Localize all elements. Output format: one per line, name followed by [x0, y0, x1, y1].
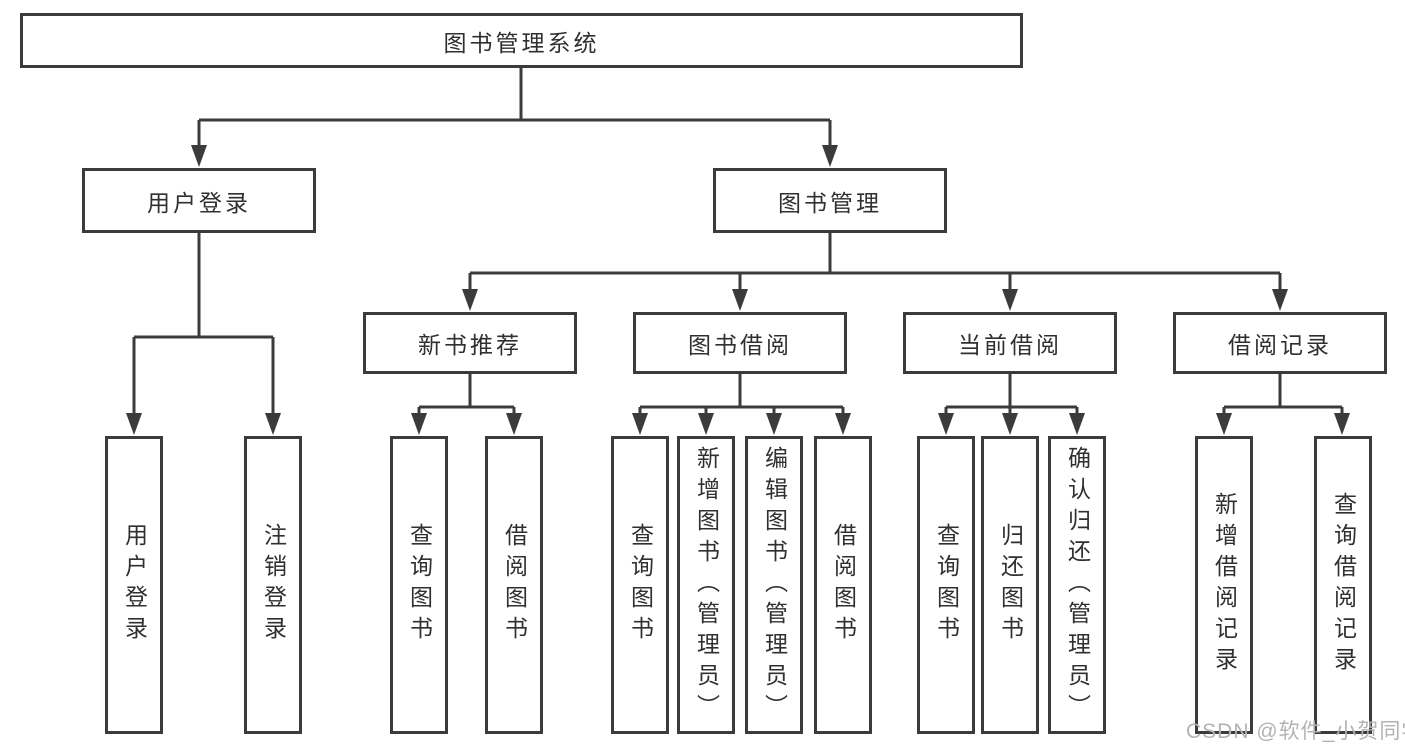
node-label: 注销登录	[260, 523, 287, 647]
node-label: 图书管理系统	[443, 29, 600, 56]
node-current-borrowing: 当前借阅	[903, 312, 1117, 374]
node-label: 用户登录	[147, 189, 251, 216]
leaf-add-borrow-record: 新增借阅记录	[1195, 436, 1253, 734]
connector-book-management-to-level3	[462, 233, 1288, 311]
node-borrowing-records: 借阅记录	[1173, 312, 1387, 374]
node-label: 查询图书	[627, 523, 654, 647]
node-label: 新增借阅记录	[1211, 492, 1238, 678]
connector-current-borrowing-to-leaves	[938, 374, 1085, 435]
connector-root-to-level2	[191, 67, 838, 167]
leaf-return-books: 归还图书	[981, 436, 1039, 734]
node-label: 新增图书（管理员）	[693, 445, 720, 725]
leaf-confirm-return-admin: 确认归还（管理员）	[1048, 436, 1106, 734]
watermark: CSDN @软件_小贺同学	[1186, 720, 1405, 743]
node-label: 查询图书	[406, 523, 433, 647]
leaf-edit-book-admin: 编辑图书（管理员）	[745, 436, 803, 734]
node-label: 当前借阅	[958, 332, 1062, 358]
node-label: 图书借阅	[688, 332, 792, 358]
node-book-borrowing: 图书借阅	[633, 312, 847, 374]
node-user-login: 用户登录	[82, 168, 316, 233]
node-label: 借阅图书	[501, 523, 528, 647]
node-label: 借阅记录	[1228, 332, 1332, 358]
node-book-management: 图书管理	[713, 168, 947, 233]
node-label: 归还图书	[997, 523, 1024, 647]
connector-book-borrowing-to-leaves	[632, 374, 851, 435]
connector-new-book-to-leaves	[411, 374, 522, 435]
node-label: 新书推荐	[418, 332, 522, 358]
node-label: 用户登录	[121, 523, 148, 647]
leaf-query-borrow-record: 查询借阅记录	[1314, 436, 1372, 734]
node-new-book-recommendation: 新书推荐	[363, 312, 577, 374]
leaf-logout: 注销登录	[244, 436, 302, 734]
node-label: 确认归还（管理员）	[1064, 445, 1091, 725]
connector-user-login-to-leaves	[126, 233, 281, 435]
leaf-query-books-borrowing: 查询图书	[611, 436, 669, 734]
node-label: 编辑图书（管理员）	[761, 445, 788, 725]
leaf-user-login: 用户登录	[105, 436, 163, 734]
leaf-query-books-recommend: 查询图书	[390, 436, 448, 734]
node-library-management-system: 图书管理系统	[20, 13, 1023, 68]
connector-borrow-records-to-leaves	[1216, 374, 1350, 435]
node-label: 查询借阅记录	[1330, 492, 1357, 678]
leaf-add-book-admin: 新增图书（管理员）	[677, 436, 735, 734]
node-label: 查询图书	[933, 523, 960, 647]
leaf-query-books-current: 查询图书	[917, 436, 975, 734]
leaf-borrow-books-recommend: 借阅图书	[485, 436, 543, 734]
node-label: 图书管理	[778, 189, 882, 216]
leaf-borrow-books-borrowing: 借阅图书	[814, 436, 872, 734]
node-label: 借阅图书	[830, 523, 857, 647]
